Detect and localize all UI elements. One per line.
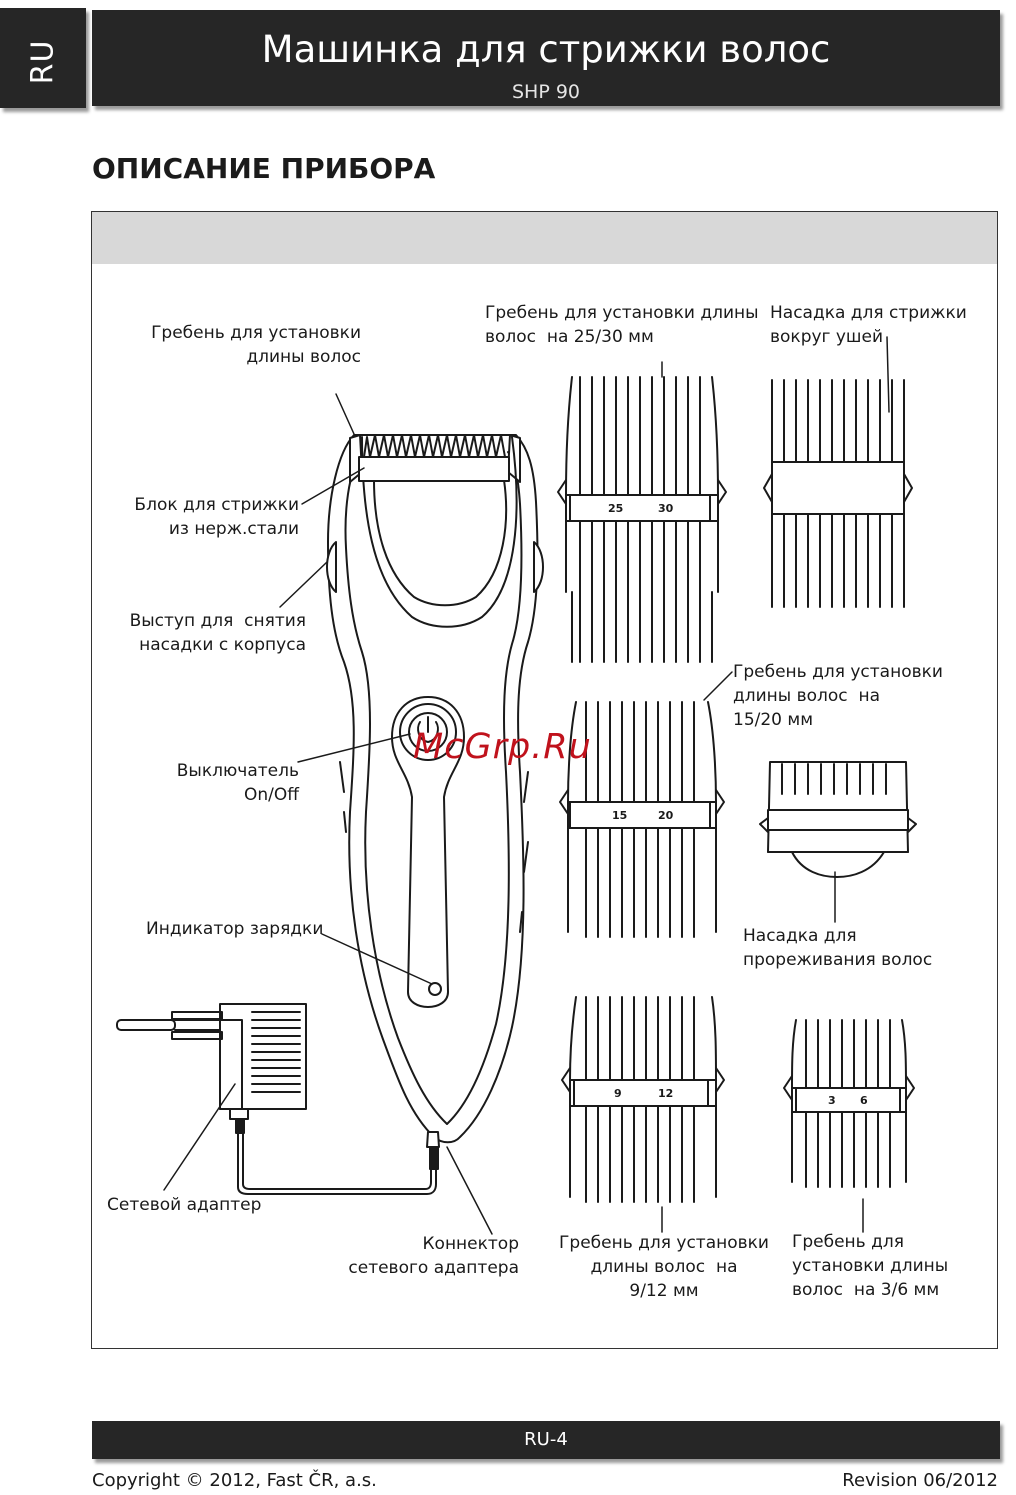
comb-12-mark: 12	[658, 1087, 673, 1100]
comb-9-12-drawing	[561, 996, 725, 1203]
title-bar: Машинка для стрижки волос SHP 90	[92, 10, 1000, 106]
label-charge-indicator: Индикатор зарядки	[146, 919, 324, 939]
watermark: McGrp.Ru	[413, 727, 592, 767]
label-blade-block: Блок для стрижки из нерж.стали	[134, 495, 299, 539]
comb-3-6-drawing	[783, 1019, 915, 1188]
comb-25-30-drawing	[557, 376, 727, 663]
thinning-attachment-drawing	[759, 761, 917, 878]
comb-3-mark: 3	[828, 1094, 836, 1107]
comb-9-mark: 9	[614, 1087, 622, 1100]
device-diagram: 25 30 15 20 9 12 3 6	[116, 336, 917, 1235]
label-comb: Гребень для установки длины волос	[151, 323, 361, 367]
language-code: RU	[25, 39, 61, 85]
section-heading: ОПИСАНИЕ ПРИБОРА	[92, 152, 436, 185]
footer-bar: RU-4	[92, 1421, 1000, 1459]
language-tab: RU	[0, 8, 86, 108]
label-thinning-attachment: Насадка для прореживания волос	[743, 926, 933, 970]
page-title: Машинка для стрижки волос	[261, 28, 831, 71]
label-release-tab: Выступ для снятия насадки с корпуса	[129, 611, 306, 655]
comb-25-mark: 25	[608, 502, 623, 515]
label-switch: Выключатель On/Off	[176, 761, 299, 805]
label-comb-3-6: Гребень для установки длины волос на 3/6…	[792, 1232, 949, 1300]
comb-20-mark: 20	[658, 809, 674, 822]
comb-15-mark: 15	[612, 809, 627, 822]
ear-attachment-drawing	[763, 379, 913, 608]
device-figure: 25 30 15 20 9 12 3 6 Гребень для установ…	[91, 211, 998, 1349]
comb-6-mark: 6	[860, 1094, 868, 1107]
model-name: SHP 90	[511, 81, 581, 103]
leader-lines	[163, 336, 890, 1235]
comb-15-20-drawing	[559, 701, 725, 938]
label-comb-9-12: Гребень для установки длины волос на 9/1…	[559, 1233, 769, 1301]
label-connector: Коннектор сетевого адаптера	[348, 1234, 519, 1278]
page-number: RU-4	[524, 1429, 568, 1450]
label-comb-25-30: Гребень для установки длины волос на 25/…	[485, 303, 759, 347]
figure-header-strip	[92, 212, 997, 264]
clipper-drawing	[326, 434, 544, 1170]
label-adapter: Сетевой адаптер	[107, 1195, 262, 1215]
comb-30-mark: 30	[658, 502, 674, 515]
revision: Revision 06/2012	[842, 1470, 998, 1491]
adapter-drawing	[116, 1003, 437, 1195]
copyright: Copyright © 2012, Fast ČR, a.s.	[92, 1470, 377, 1491]
label-comb-15-20: Гребень для установки длины волос на 15/…	[733, 662, 943, 730]
label-ear-attachment: Насадка для стрижки вокруг ушей	[770, 303, 967, 347]
